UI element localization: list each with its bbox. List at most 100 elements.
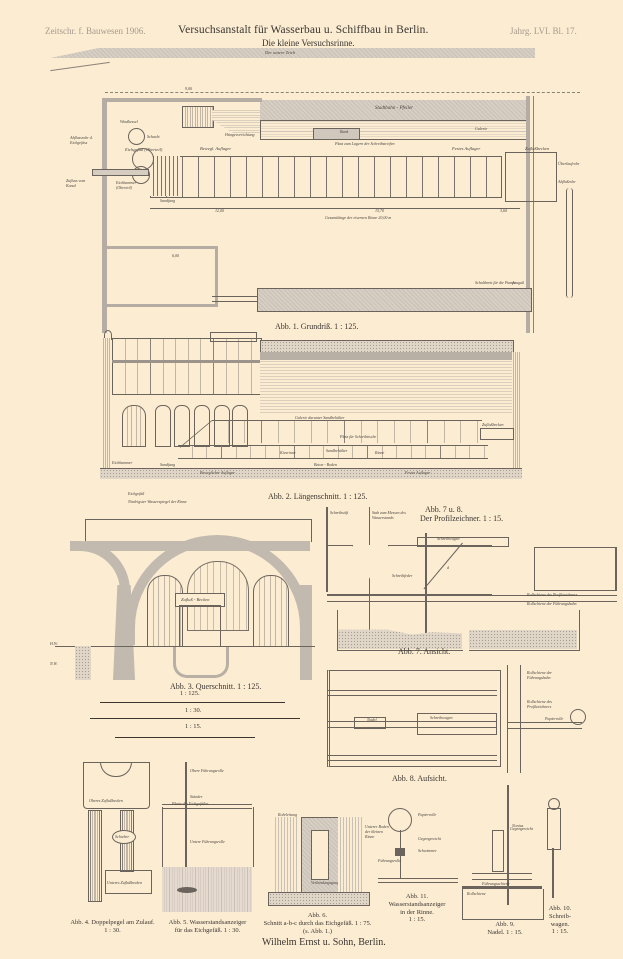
gauge-rod xyxy=(185,762,187,912)
abb1-caption: Abb. 1. Grundriß. 1 : 125. xyxy=(275,322,359,331)
needle-rod xyxy=(507,785,509,905)
gallery xyxy=(260,120,530,140)
abb10-caption-scale: 1 : 15. xyxy=(551,928,569,936)
trough-right xyxy=(469,610,580,651)
floor-line xyxy=(55,646,315,647)
schreibwagen-bar xyxy=(417,537,509,547)
embankment-line xyxy=(50,61,110,72)
plan-left-box xyxy=(327,670,501,767)
abb9-caption: Abb. 9. Nadel. 1 : 15. xyxy=(475,921,535,937)
gallery-section-label: Galerie darunter Sandbehälter xyxy=(295,415,345,420)
embankment xyxy=(75,646,91,680)
schaltbrett-label: Schaltbrett für die Pumpe xyxy=(475,280,517,285)
storage-label: Platz zum Lagern der Schreibstreifen xyxy=(335,141,395,146)
abb7-caption: Abb. 7. Ansicht. xyxy=(398,647,451,656)
writer-frame xyxy=(547,808,561,850)
stadtbahn-label: Stadtbahn - Pfeiler xyxy=(375,106,414,111)
eichkammer-section-label: Eichkammer xyxy=(112,460,133,465)
gegengewicht-11-label: Gegengewicht xyxy=(418,836,441,841)
floor-plan: Der untere Teich 9,00 Stadtbahn - Pfeile… xyxy=(50,48,580,333)
profil-plan: Nadel Schreibwagen Rollschiene der Führu… xyxy=(322,665,622,775)
profil-heading-1: Abb. 7 u. 8. xyxy=(425,505,463,514)
plan-rail-top xyxy=(327,690,497,696)
plate-subtitle: Die kleine Versuchsrinne. xyxy=(262,38,355,48)
carriage-frame xyxy=(327,545,492,595)
abb10-caption-line3: wagen. xyxy=(550,920,570,928)
unteres-label: Unteres Zuflußbecken xyxy=(107,880,143,885)
profil-view: Schreibstift Stab zum Messen des Wassers… xyxy=(322,505,622,651)
rollschiene-f-label: Rollschiene der Führungsbahn xyxy=(527,601,577,606)
schreibstift-rod xyxy=(326,507,328,592)
schreibfeder-label: Schreibfeder xyxy=(392,573,413,578)
paper-roll-circle xyxy=(388,808,412,832)
nw-label: N.W. xyxy=(50,661,58,666)
abb5-drawing: Obere Führungsrolle Ständer Platte des E… xyxy=(160,762,255,917)
abb5-caption: Abb. 5. Wasserstandsanzeiger für das Eic… xyxy=(160,919,255,935)
total-length-label: Gesamtlänge der eisernen Rinne 20,00 m xyxy=(325,215,392,220)
dimension-text: 9,00 xyxy=(185,86,192,91)
lower-tank xyxy=(105,870,152,894)
roof-truss-left xyxy=(112,338,262,395)
writer-rod xyxy=(552,848,554,898)
abb6-caption-line1: Abb. 6. xyxy=(307,912,328,919)
abb4-caption-line1: Abb. 4. Doppelpegel am Zulauf. xyxy=(70,919,155,926)
rohrleitung-label: Rohrleitung xyxy=(278,812,298,817)
rail-bars xyxy=(327,595,617,602)
scale-15-bar xyxy=(115,737,255,738)
zuflussbecken-label: Zuflußbecken xyxy=(525,146,550,151)
roll-rail-9 xyxy=(462,886,542,889)
papierrolle-11-label: Papierrolle xyxy=(418,812,437,817)
lower-pier-band xyxy=(257,288,532,312)
base-slab xyxy=(268,892,370,906)
abb6-caption: Abb. 6. Schnitt a-b-c durch das Eichgefä… xyxy=(255,912,380,935)
right-carriage xyxy=(534,547,617,591)
pipe-vertical xyxy=(566,188,573,298)
abb6-caption-line3: (s. Abb. 1.) xyxy=(302,927,333,935)
schieber xyxy=(112,830,136,844)
rollschiene-p-plan: Rollschiene des Profilzeichners xyxy=(527,699,552,709)
scale-125-label: 1 : 125. xyxy=(180,690,200,697)
scale-30-label: 1 : 30. xyxy=(185,707,202,714)
shaft-opening xyxy=(311,830,329,880)
festes-auflager-label: Festes Auflager xyxy=(452,146,481,151)
schreibwagen-block xyxy=(417,713,497,735)
d-label: d xyxy=(447,565,449,570)
abb5-caption-line2: für das Eichgefäß. 1 : 30. xyxy=(174,926,241,934)
scale-bars: 1 : 125. 1 : 30. 1 : 15. xyxy=(80,690,310,750)
gallery-railing xyxy=(212,420,482,443)
pond-embankment xyxy=(50,48,535,58)
platte-label: Platte des Eichgefäßes xyxy=(172,801,209,806)
channel-section xyxy=(178,445,488,459)
plan-wall-right-2 xyxy=(533,96,534,333)
eichgefaess-section-label: Eichgefäß xyxy=(128,491,145,496)
channel-floor-line xyxy=(150,208,520,209)
nadel-label: Nadel xyxy=(367,717,377,722)
bench xyxy=(313,128,360,140)
volume-label: Jahrg. LVI. Bl. 17. xyxy=(510,26,577,36)
inflow-pipe xyxy=(92,169,149,176)
zufluss-label: Zufluss vom Kanal xyxy=(66,178,86,188)
trough xyxy=(337,610,463,651)
water-body xyxy=(162,867,252,912)
channel-inlet-hatching xyxy=(150,156,180,196)
schacht-label: Schacht xyxy=(147,134,160,139)
zuflussbecken-section-label: Zuflußbecken xyxy=(482,422,504,427)
papierrolle-label: Papierrolle xyxy=(545,716,564,721)
sand-bed xyxy=(338,629,462,649)
schacht-circle xyxy=(128,128,145,145)
float xyxy=(177,887,197,893)
obere-label: Obere Führungsrolle xyxy=(190,768,224,773)
platform xyxy=(162,804,252,809)
roof-top-line xyxy=(85,519,312,542)
zufluss-cross-label: Zufluß - Becken xyxy=(181,597,210,602)
kiesrinne-label: Kiesrinne xyxy=(280,450,296,455)
fuehrungsschiene-label: Führungsschiene xyxy=(482,881,510,886)
fuehrung-11-label: Führungsrolle xyxy=(378,858,401,863)
ueberlauf-label: Überlaufrohr xyxy=(558,161,580,166)
abb11-caption-line3: in der Rinne. xyxy=(400,908,434,916)
nadel-block xyxy=(354,717,386,729)
pulley-10 xyxy=(548,798,560,810)
stab-label: Stab zum Messen des Wasserstands xyxy=(372,510,406,520)
abb11-drawing: Papierrolle Gegengewicht Schwimmer Führu… xyxy=(378,808,458,903)
corrugated-wall xyxy=(260,360,512,415)
